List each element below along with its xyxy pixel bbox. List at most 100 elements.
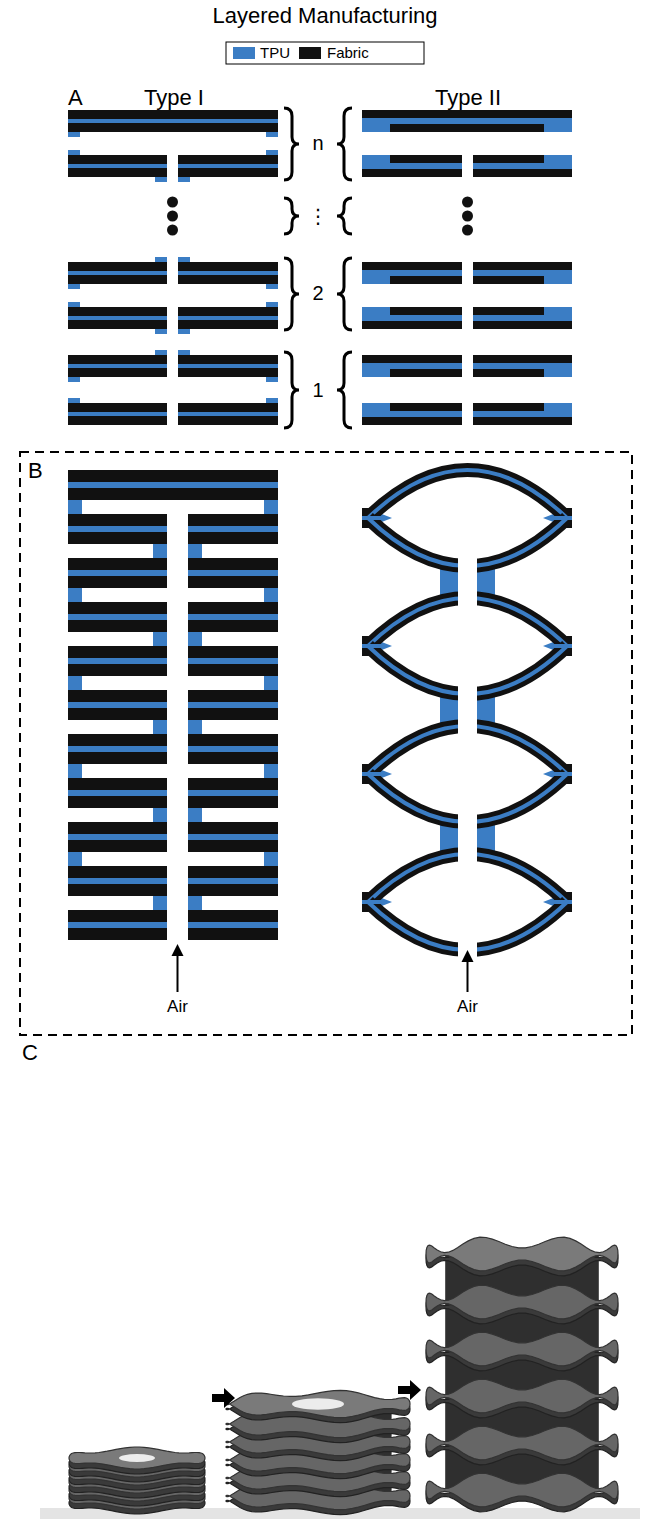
tpu-layer	[178, 316, 278, 320]
fabric-disc	[226, 1390, 410, 1417]
figure-title: Layered Manufacturing	[212, 3, 437, 28]
fabric-layer	[188, 664, 278, 676]
tpu-block	[544, 403, 572, 410]
tpu-layer	[473, 270, 572, 277]
tpu-tab	[266, 377, 278, 382]
ellipsis-dot	[462, 197, 473, 208]
fabric-layer	[473, 262, 572, 270]
tpu-tab	[178, 350, 190, 355]
fabric-layer	[473, 321, 572, 329]
fabric-layer	[390, 155, 462, 163]
ellipsis-dot	[462, 225, 473, 236]
fabric-layer	[68, 646, 167, 658]
tpu-tab	[68, 377, 80, 382]
tpu-layer	[362, 644, 382, 648]
ellipsis-dot	[167, 211, 178, 222]
fabric-layer	[188, 822, 278, 834]
fabric-layer	[473, 169, 572, 177]
fabric-layer	[68, 155, 167, 164]
tpu-block	[544, 307, 572, 314]
tpu-layer	[362, 363, 462, 370]
fabric-layer	[68, 307, 167, 316]
tpu-layer	[68, 364, 167, 368]
fabric-layer	[188, 884, 278, 896]
arrow-head	[462, 950, 474, 962]
fabric-layer	[188, 796, 278, 808]
fabric-layer	[68, 355, 167, 364]
fabric-layer	[68, 910, 167, 922]
tpu-tab	[155, 177, 167, 182]
tpu-layer	[68, 316, 167, 320]
fabric-layer	[178, 262, 278, 271]
tpu-layer	[362, 900, 382, 904]
fabric-layer	[390, 369, 462, 377]
legend-label: Fabric	[327, 44, 369, 61]
fabric-layer	[68, 168, 167, 177]
fabric-layer	[390, 276, 462, 284]
tpu-layer	[68, 922, 167, 928]
column-title: Type II	[435, 85, 501, 110]
tpu-layer	[178, 364, 278, 368]
tpu-bond	[264, 588, 278, 602]
fabric-layer	[188, 532, 278, 544]
tpu-layer	[188, 526, 278, 532]
tpu-tab	[68, 150, 80, 155]
fabric-layer	[68, 368, 167, 377]
fabric-layer	[68, 532, 167, 544]
tpu-bond	[264, 852, 278, 866]
tpu-layer	[68, 271, 167, 275]
tpu-layer	[68, 614, 167, 620]
tpu-tab	[266, 398, 278, 403]
fabric-layer	[390, 307, 462, 315]
tpu-block	[544, 155, 572, 162]
ellipsis: ⋮	[308, 205, 328, 228]
tpu-layer	[188, 702, 278, 708]
panel-label: A	[68, 85, 83, 110]
fabric-layer	[68, 558, 167, 570]
top-patch	[119, 1454, 155, 1462]
bracket	[284, 108, 299, 180]
tpu-block	[544, 277, 572, 284]
bracket	[284, 198, 299, 234]
fabric-layer	[68, 884, 167, 896]
tpu-block	[362, 155, 390, 162]
fabric-layer	[188, 690, 278, 702]
tpu-bond	[264, 764, 278, 778]
group-number: 1	[312, 379, 323, 402]
tpu-bond	[188, 808, 202, 822]
fabric-layer	[473, 355, 572, 363]
fabric-layer	[188, 840, 278, 852]
fabric-layer	[188, 752, 278, 764]
fabric-layer	[362, 262, 462, 270]
tpu-layer	[362, 314, 462, 321]
tpu-tab	[178, 177, 190, 182]
arrow-head	[172, 944, 184, 956]
tpu-tab	[68, 284, 80, 289]
fabric-layer	[188, 734, 278, 746]
panel-label: C	[22, 1040, 38, 1065]
fabric-layer	[368, 470, 567, 518]
tpu-layer	[178, 164, 278, 168]
tpu-layer	[362, 772, 382, 776]
fabric-layer	[178, 403, 278, 412]
air-arrow	[177, 954, 179, 992]
tpu-layer	[188, 746, 278, 752]
tpu-bond	[153, 632, 167, 646]
tpu-bond	[153, 544, 167, 558]
fabric-layer	[68, 664, 167, 676]
air-label: Air	[457, 997, 478, 1017]
tpu-layer	[68, 834, 167, 840]
tpu-bond	[68, 588, 82, 602]
tpu-block	[362, 125, 390, 132]
fabric-disc	[426, 1379, 618, 1413]
tpu-layer	[188, 658, 278, 664]
tpu-layer	[68, 570, 167, 576]
fabric-layer	[68, 470, 278, 482]
tpu-layer	[362, 516, 382, 520]
tpu-bond	[153, 720, 167, 734]
fabric-layer	[188, 646, 278, 658]
tpu-layer	[553, 516, 572, 520]
tpu-layer	[68, 412, 167, 416]
fabric-layer	[178, 355, 278, 364]
fabric-layer	[188, 708, 278, 720]
